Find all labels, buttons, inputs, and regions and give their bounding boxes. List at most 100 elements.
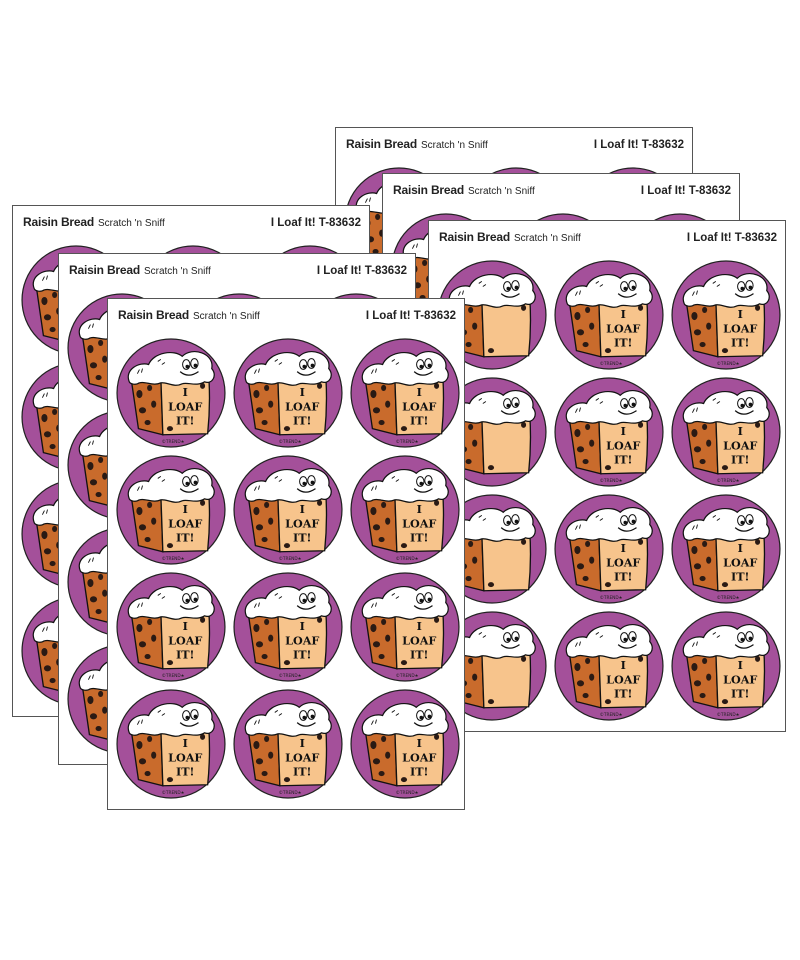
sticker-text-line: LOAF [723, 672, 757, 686]
sticker [436, 259, 548, 371]
sticker-text-line: I [417, 385, 422, 399]
sticker-text-line: I [300, 736, 305, 750]
sticker-text-line: IT! [410, 765, 428, 779]
title-code-label: I Loaf It! T-83632 [316, 265, 407, 277]
title-code-label: I Loaf It! T-83632 [593, 139, 684, 151]
copyright-text: ©TREND★ [717, 594, 740, 601]
sticker-text-line: I [738, 658, 743, 672]
sticker-text-line: IT! [614, 453, 632, 467]
copyright-text: ©TREND★ [396, 555, 419, 562]
sticker-text-line: I [183, 502, 188, 516]
sticker: I LOAF IT! ©TREND★ [115, 454, 227, 566]
sticker: I LOAF IT! ©TREND★ [232, 688, 344, 800]
sticker-text-line: LOAF [606, 555, 640, 569]
type-label: Scratch 'n Sniff [143, 266, 211, 277]
sticker-text-line: IT! [410, 648, 428, 662]
copyright-text: ©TREND★ [600, 594, 623, 601]
sticker-text-line: I [621, 541, 626, 555]
sticker: I LOAF IT! ©TREND★ [115, 337, 227, 449]
title-code-label: I Loaf It! T-83632 [686, 232, 777, 244]
type-label: Scratch 'n Sniff [467, 186, 535, 197]
sticker-text-line: IT! [176, 531, 194, 545]
sticker-text-line: IT! [293, 414, 311, 428]
flavor-label: Raisin Bread [346, 137, 417, 151]
sticker-text-line: I [183, 619, 188, 633]
sticker-text-line: IT! [614, 687, 632, 701]
copyright-text: ©TREND★ [279, 672, 302, 679]
sticker-text-line: LOAF [168, 633, 202, 647]
sticker: I LOAF IT! ©TREND★ [553, 259, 665, 371]
type-label: Scratch 'n Sniff [420, 140, 488, 151]
flavor-label: Raisin Bread [69, 263, 140, 277]
sticker-text-line: I [738, 424, 743, 438]
sticker-text-line: LOAF [606, 321, 640, 335]
sticker-text-line: IT! [731, 453, 749, 467]
sticker: I LOAF IT! ©TREND★ [232, 337, 344, 449]
sticker-text-line: I [183, 736, 188, 750]
flavor-label: Raisin Bread [118, 308, 189, 322]
copyright-text: ©TREND★ [162, 438, 185, 445]
copyright-text: ©TREND★ [600, 360, 623, 367]
copyright-text: ©TREND★ [162, 555, 185, 562]
flavor-label: Raisin Bread [23, 215, 94, 229]
sticker-text-line: I [738, 307, 743, 321]
sticker-text-line: IT! [176, 648, 194, 662]
copyright-text: ©TREND★ [600, 477, 623, 484]
sticker-text-line: I [621, 658, 626, 672]
sticker-text-line: LOAF [402, 516, 436, 530]
sticker-text-line: I [300, 385, 305, 399]
sticker: I LOAF IT! ©TREND★ [349, 337, 461, 449]
sticker-text-line: I [183, 385, 188, 399]
copyright-text: ©TREND★ [717, 477, 740, 484]
sticker-text-line: I [417, 736, 422, 750]
sticker-text-line: LOAF [723, 438, 757, 452]
flavor-label: Raisin Bread [393, 183, 464, 197]
sticker: I LOAF IT! ©TREND★ [670, 610, 782, 722]
sticker-text-line: LOAF [402, 750, 436, 764]
copyright-text: ©TREND★ [162, 789, 185, 796]
copyright-text: ©TREND★ [396, 672, 419, 679]
sticker: I LOAF IT! ©TREND★ [670, 376, 782, 488]
sticker: I LOAF IT! ©TREND★ [553, 376, 665, 488]
sticker: I LOAF IT! ©TREND★ [115, 571, 227, 683]
copyright-text: ©TREND★ [279, 555, 302, 562]
copyright-text: ©TREND★ [162, 672, 185, 679]
title-code-label: I Loaf It! T-83632 [640, 185, 731, 197]
sticker-text-line: I [300, 619, 305, 633]
flavor-label: Raisin Bread [439, 230, 510, 244]
sticker: I LOAF IT! ©TREND★ [115, 688, 227, 800]
type-label: Scratch 'n Sniff [513, 233, 581, 244]
sticker: I LOAF IT! ©TREND★ [553, 610, 665, 722]
sticker-text-line: IT! [293, 531, 311, 545]
sticker: I LOAF IT! ©TREND★ [232, 454, 344, 566]
sticker-text-line: LOAF [402, 399, 436, 413]
sticker [436, 376, 548, 488]
sticker: I LOAF IT! ©TREND★ [232, 571, 344, 683]
sticker-text-line: IT! [176, 414, 194, 428]
sticker-text-line: I [417, 619, 422, 633]
sticker-text-line: LOAF [723, 555, 757, 569]
sticker-text-line: IT! [410, 531, 428, 545]
copyright-text: ©TREND★ [396, 789, 419, 796]
title-code-label: I Loaf It! T-83632 [365, 310, 456, 322]
sticker-text-line: I [300, 502, 305, 516]
sticker-text-line: I [738, 541, 743, 555]
type-label: Scratch 'n Sniff [97, 218, 165, 229]
sticker-text-line: LOAF [723, 321, 757, 335]
copyright-text: ©TREND★ [600, 711, 623, 718]
type-label: Scratch 'n Sniff [192, 311, 260, 322]
sticker-text-line: IT! [293, 765, 311, 779]
sticker-text-line: LOAF [168, 399, 202, 413]
sticker: I LOAF IT! ©TREND★ [670, 259, 782, 371]
sticker-text-line: IT! [731, 570, 749, 584]
sticker-text-line: IT! [176, 765, 194, 779]
sticker-text-line: LOAF [402, 633, 436, 647]
sticker-text-line: IT! [614, 336, 632, 350]
